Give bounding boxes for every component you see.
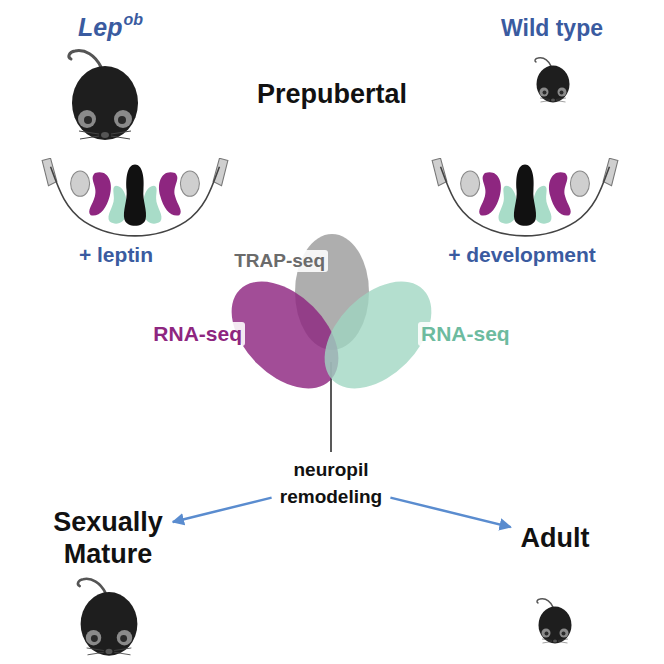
hypothalamus-section bbox=[42, 158, 228, 236]
venn-ellipse: RNA-seq bbox=[318, 270, 438, 400]
arrow-connector bbox=[390, 498, 510, 527]
text-node: Adult bbox=[517, 522, 594, 554]
label-text: Wild type bbox=[501, 16, 603, 41]
obese-mouse bbox=[69, 51, 138, 140]
label-text: + leptin bbox=[79, 243, 153, 266]
text-node: neuropil remodeling bbox=[276, 456, 387, 510]
wild-type-mouse bbox=[535, 58, 570, 103]
label-text: Prepubertal bbox=[257, 80, 407, 110]
arrow-connector bbox=[173, 498, 272, 522]
wild-type-mouse bbox=[537, 599, 572, 644]
text-node: Sexually Mature bbox=[49, 506, 167, 570]
venn-label: TRAP-seq bbox=[231, 250, 328, 272]
node-text: Adult bbox=[517, 522, 594, 554]
obese-mouse bbox=[78, 579, 137, 656]
label-text: + development bbox=[448, 243, 596, 266]
hypothalamus-section bbox=[432, 158, 618, 236]
venn-label: RNA-seq bbox=[150, 322, 245, 346]
superscript: ob bbox=[123, 11, 143, 29]
venn-ellipse: RNA-seq bbox=[225, 270, 345, 400]
node-text: Sexually Mature bbox=[49, 506, 167, 570]
node-text: neuropil remodeling bbox=[276, 456, 387, 510]
venn-label: RNA-seq bbox=[418, 322, 513, 346]
label-text: Lep bbox=[78, 14, 122, 42]
